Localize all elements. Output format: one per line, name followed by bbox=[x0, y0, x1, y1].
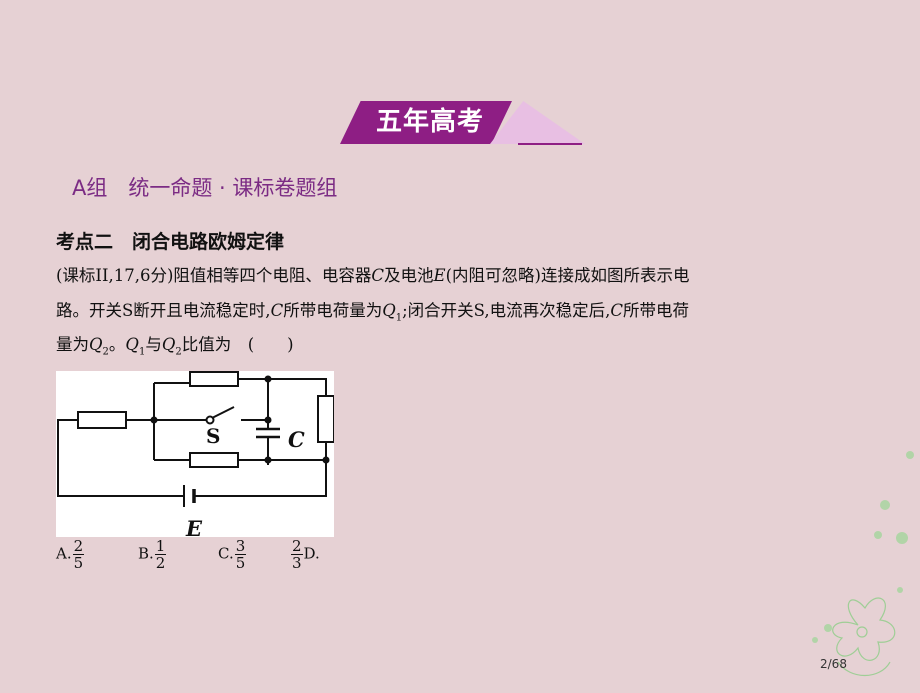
circuit-diagram: S C E bbox=[56, 371, 335, 541]
flower-dot-icon bbox=[896, 532, 908, 544]
flower-dot-icon bbox=[880, 500, 890, 510]
switch-label: S bbox=[206, 424, 220, 448]
flower-center-icon bbox=[856, 626, 868, 638]
large-flower-icon bbox=[832, 597, 896, 661]
capacitor-label: C bbox=[288, 427, 305, 452]
flower-stem-icon bbox=[837, 661, 891, 676]
section-banner: 五年高考 bbox=[340, 101, 585, 146]
group-title: A组 统一命题 · 课标卷题组 bbox=[72, 176, 338, 200]
resistor-left bbox=[77, 411, 127, 429]
switch-blade bbox=[211, 406, 235, 419]
junction-left bbox=[150, 416, 158, 424]
question-line-1: (课标II,17,6分)阻值相等四个电阻、电容器C及电池E(内阻可忽略)连接成如… bbox=[56, 266, 690, 285]
flower-dot-icon bbox=[824, 624, 832, 632]
flower-decoration bbox=[790, 440, 920, 689]
wire-left-bottom bbox=[57, 419, 184, 497]
question-line-3: 量为Q2。Q1与Q2比值为 ( ) bbox=[56, 335, 294, 358]
flower-dot-icon bbox=[874, 531, 882, 539]
junction-bottom bbox=[264, 456, 272, 464]
battery-label: E bbox=[185, 516, 203, 537]
switch-pivot bbox=[205, 415, 215, 425]
question-line-2: 路。开关S断开且电流稳定时,C所带电荷量为Q1;闭合开关S,电流再次稳定后,C所… bbox=[56, 301, 689, 324]
banner-underline bbox=[518, 143, 582, 145]
junction-mid bbox=[264, 416, 272, 424]
resistor-bottom bbox=[189, 452, 239, 468]
resistor-right bbox=[317, 395, 335, 443]
wire-bottom-right bbox=[194, 460, 327, 497]
flower-dot-icon bbox=[897, 587, 903, 593]
wire-top-b bbox=[238, 378, 327, 396]
section-title: 考点二 闭合电路欧姆定律 bbox=[56, 231, 285, 253]
junction-top bbox=[264, 375, 272, 383]
junction-right bbox=[322, 456, 330, 464]
resistor-top bbox=[189, 371, 239, 387]
page-number: 2/68 bbox=[820, 657, 847, 671]
banner-title: 五年高考 bbox=[375, 107, 484, 137]
banner-dark-shape bbox=[340, 101, 512, 144]
flower-dot-icon bbox=[906, 451, 914, 459]
flower-dot-icon bbox=[812, 637, 818, 643]
